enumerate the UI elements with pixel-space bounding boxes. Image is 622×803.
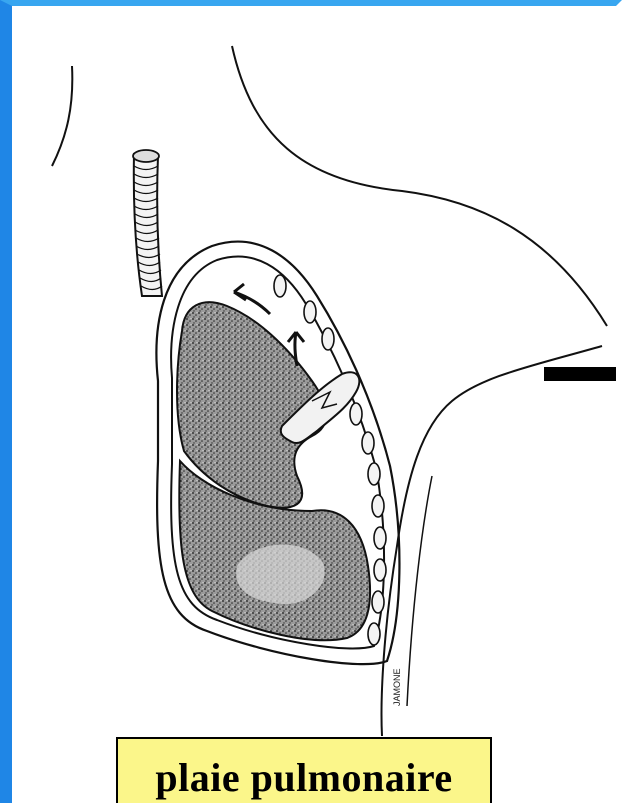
pointer-bar-icon: [544, 367, 616, 381]
pneumothorax-illustration: JAMONE: [12, 6, 616, 803]
jaw-outline: [52, 66, 72, 166]
neck-shoulder-outline: [232, 46, 607, 326]
caption-box: plaie pulmonaire: [116, 737, 492, 803]
chest-wall-line: [382, 346, 602, 736]
trachea: [133, 150, 162, 296]
artist-signature: JAMONE: [392, 668, 402, 706]
caption-title: plaie pulmonaire: [155, 754, 452, 802]
armpit-line: [407, 476, 432, 706]
